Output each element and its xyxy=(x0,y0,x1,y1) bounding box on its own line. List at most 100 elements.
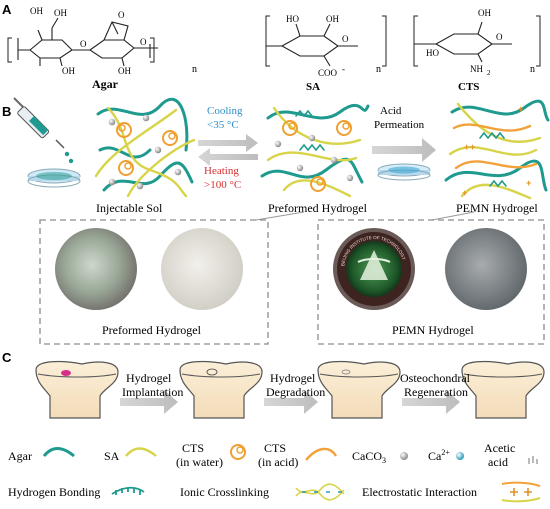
legend-cts-water-swatch xyxy=(230,444,246,460)
sa-coo: COO xyxy=(318,68,338,78)
legend-agar-swatch xyxy=(42,447,75,458)
svg-text:+: + xyxy=(518,104,523,114)
treatment-arrow-2 xyxy=(264,390,318,414)
legend-cts-acid-1: CTS xyxy=(264,441,286,455)
legend-hbond-label: Hydrogen Bonding xyxy=(8,485,100,499)
pemn-network xyxy=(444,99,550,200)
reversible-arrows xyxy=(198,134,258,166)
step1-label-b: Implantation xyxy=(122,385,183,399)
legend-cts-water-1: CTS xyxy=(182,441,204,455)
agar-o-2: O xyxy=(80,39,87,49)
sa-oh: OH xyxy=(326,14,339,24)
bone-icon-1 xyxy=(35,360,119,419)
state-label-pemn: PEMN Hydrogel xyxy=(456,201,538,215)
legend-hbond-swatch xyxy=(111,486,145,495)
panel-a-label: A xyxy=(2,2,12,17)
leader-line-pemn xyxy=(431,211,475,221)
step2-label-a: Hydrogel xyxy=(270,371,316,385)
legend-electro-swatch xyxy=(501,481,541,503)
sa-ho: HO xyxy=(286,14,299,24)
preformed-photo-box xyxy=(39,219,269,345)
photo-pemn-2 xyxy=(445,228,527,310)
legend-sa-label: SA xyxy=(104,449,120,463)
agar-o-3: O xyxy=(140,37,147,47)
legend-caco3-swatch xyxy=(400,452,408,460)
legend-ionic-swatch xyxy=(295,483,345,501)
acid-label-1: Acid xyxy=(380,105,402,117)
state-label-preformed: Preformed Hydrogel xyxy=(268,201,368,215)
step3-label-b: Regeneration xyxy=(404,385,468,399)
svg-text:+: + xyxy=(526,178,531,188)
agar-structure xyxy=(7,17,158,67)
panel-c-label: C xyxy=(2,350,12,365)
cts-ho: HO xyxy=(426,48,439,58)
svg-text:+: + xyxy=(462,188,467,198)
legend: Agar SA CTS (in water) CTS (in acid) CaC… xyxy=(8,441,541,503)
preformed-network xyxy=(260,104,370,198)
step2-label-b: Degradation xyxy=(266,385,325,399)
sa-structure xyxy=(265,15,387,67)
heating-temp: >100 °C xyxy=(204,179,241,191)
sa-subscript: n xyxy=(376,64,381,75)
legend-sa-swatch xyxy=(125,447,157,457)
syringe-icon xyxy=(13,97,74,164)
legend-ionic-label: Ionic Crosslinking xyxy=(180,485,269,499)
agar-oh-4: OH xyxy=(118,66,131,76)
acid-label-2: Permeation xyxy=(374,119,425,131)
agar-o-1: O xyxy=(118,10,125,20)
treatment-arrow-1 xyxy=(120,390,178,414)
legend-acetic-2: acid xyxy=(488,455,508,469)
agar-name: Agar xyxy=(92,77,119,91)
cts-nh-sub: 2 xyxy=(487,69,491,77)
legend-agar-label: Agar xyxy=(8,449,32,463)
svg-text:+: + xyxy=(464,142,469,152)
photo-preformed-1 xyxy=(55,228,137,310)
svg-text:+: + xyxy=(470,142,475,152)
legend-electro-label: Electrostatic Interaction xyxy=(362,485,477,499)
petri-dish-icon xyxy=(27,168,81,188)
treatment-arrow-3 xyxy=(402,390,460,414)
legend-acetic-icon xyxy=(528,456,538,464)
pemn-charges: ++ + + + xyxy=(462,104,531,198)
sa-name: SA xyxy=(306,81,320,93)
photo-label-pemn: PEMN Hydrogel xyxy=(392,323,474,337)
sol-network xyxy=(94,97,196,198)
acid-dish-icon xyxy=(377,163,431,181)
cooling-label: Cooling xyxy=(207,105,243,117)
photo-pemn-emblem: BEIJING INSTITUTE OF TECHNOLOGY xyxy=(333,228,415,310)
preformed-particles xyxy=(274,134,354,182)
photo-preformed-2 xyxy=(161,228,243,310)
cooling-temp: <35 °C xyxy=(207,119,239,131)
sol-particles xyxy=(108,114,182,190)
legend-cts-acid-swatch xyxy=(305,447,338,461)
cts-subscript: n xyxy=(530,64,535,75)
legend-cts-acid-2: (in acid) xyxy=(258,455,298,469)
pemn-photo-box xyxy=(317,219,545,345)
cts-o: O xyxy=(496,32,503,42)
cts-oh: OH xyxy=(478,8,491,18)
sa-minus: - xyxy=(342,64,345,74)
legend-caco3-label: CaCO3 xyxy=(352,449,386,465)
sa-o: O xyxy=(342,34,349,44)
legend-ca-swatch xyxy=(456,452,464,460)
legend-ca-label: Ca2+ xyxy=(428,448,450,463)
agar-oh-3: OH xyxy=(62,66,75,76)
agar-oh-2: OH xyxy=(54,8,67,18)
step3-label-a: Osteochondral xyxy=(400,371,471,385)
agar-subscript: n xyxy=(192,64,197,75)
legend-acetic-1: Acetic xyxy=(484,441,515,455)
bone-icon-3 xyxy=(317,360,401,419)
leader-line-preformed xyxy=(255,211,305,221)
bone-icon-2 xyxy=(179,360,263,419)
cts-structure xyxy=(413,15,541,67)
acid-arrow xyxy=(372,138,436,162)
agar-oh-1: OH xyxy=(30,6,43,16)
cts-name: CTS xyxy=(458,81,479,93)
panel-b-label: B xyxy=(2,104,11,119)
bone-icon-4 xyxy=(461,360,545,419)
legend-cts-water-2: (in water) xyxy=(176,455,223,469)
heating-label: Heating xyxy=(204,165,239,177)
photo-label-preformed: Preformed Hydrogel xyxy=(102,323,202,337)
state-label-sol: Injectable Sol xyxy=(96,201,163,215)
